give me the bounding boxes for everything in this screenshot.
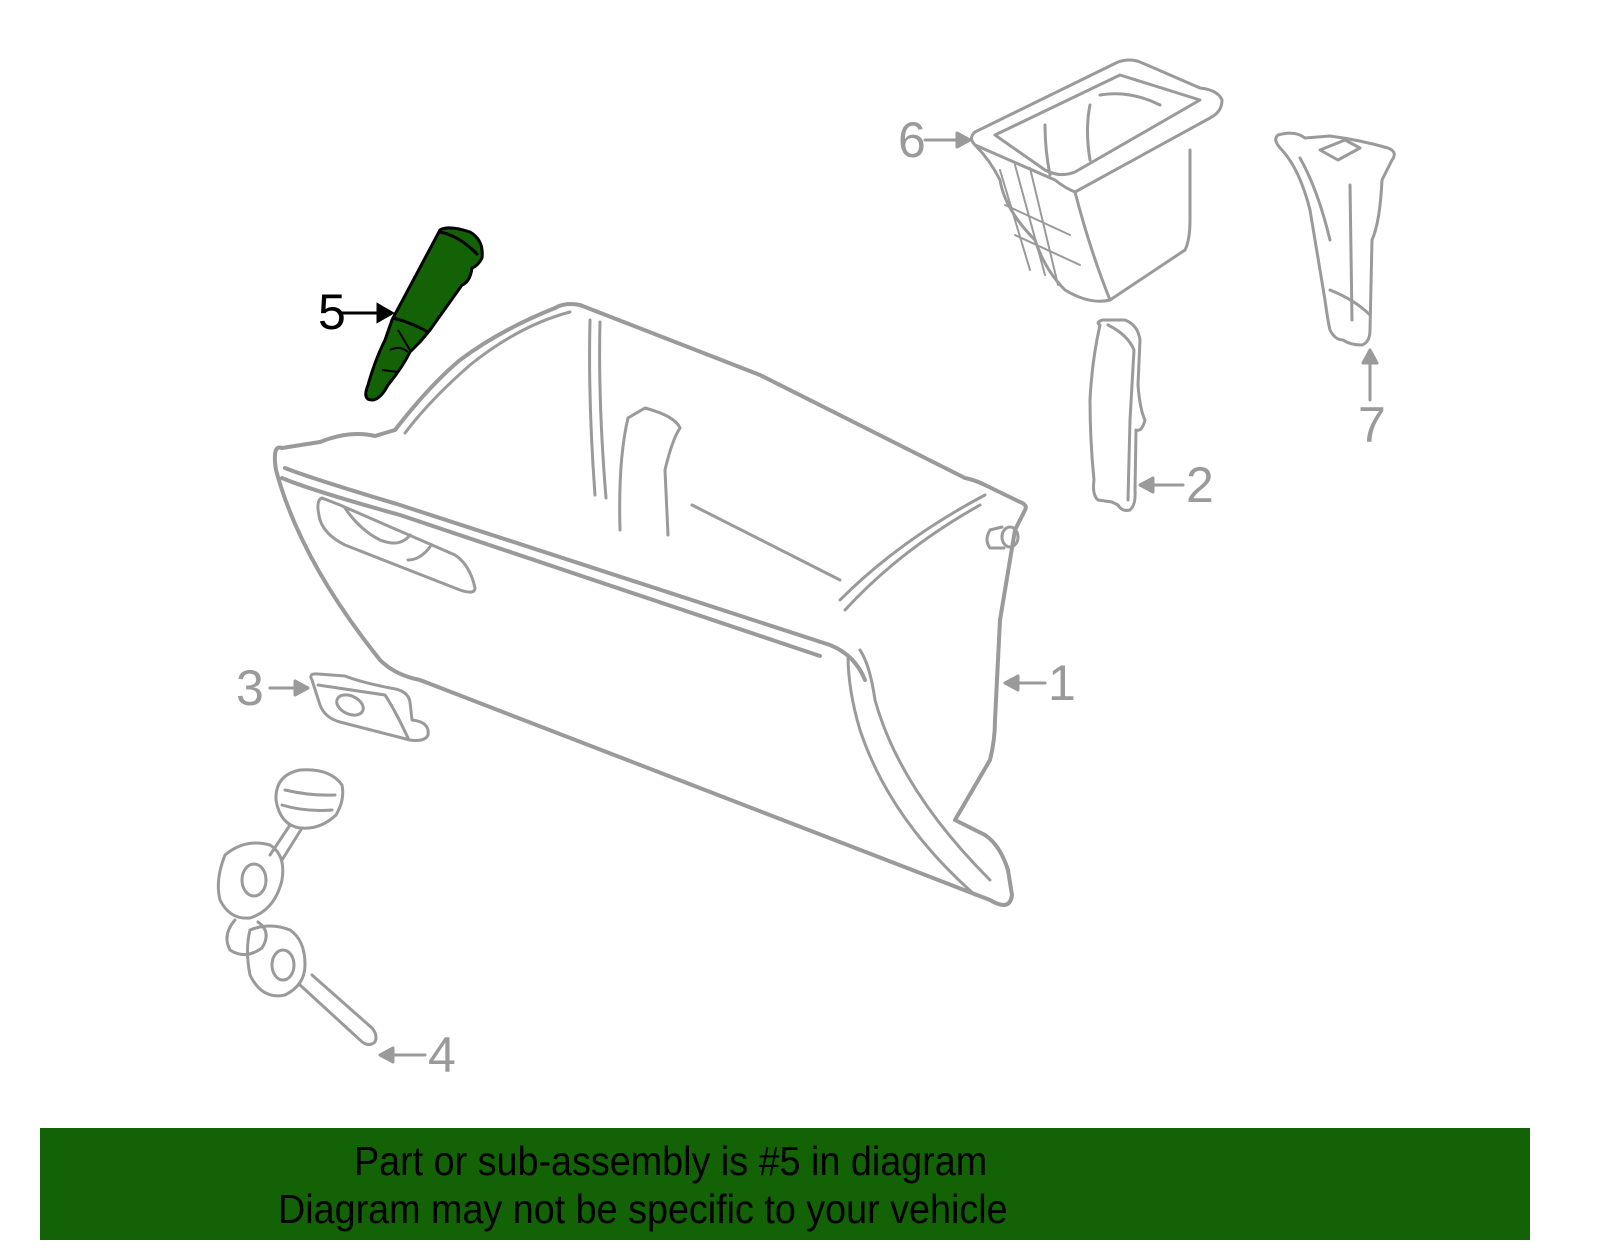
damper-strut-part-5[interactable] [364,226,484,402]
callout-6[interactable]: 6 [898,112,926,168]
banner-line-part-number: Part or sub-assembly is #5 in diagram [354,1138,988,1184]
callout-3[interactable]: 3 [236,660,264,716]
leader-arrow-5 [342,302,396,324]
mounting-bracket-part-7[interactable] [1274,131,1396,347]
latch-striker-part-3[interactable] [309,672,430,742]
info-banner: Part or sub-assembly is #5 in diagram Di… [40,1128,1530,1240]
leader-arrows [268,131,1379,1064]
callout-2[interactable]: 2 [1186,457,1214,513]
lock-cylinder-keys-part-4[interactable] [216,768,378,1047]
side-bracket-part-2[interactable] [1088,318,1147,512]
storage-pocket-part-6[interactable] [970,58,1224,303]
banner-line-disclaimer: Diagram may not be specific to your vehi… [278,1186,1008,1232]
parts-diagram [216,58,1396,1064]
callout-7[interactable]: 7 [1358,397,1386,453]
callout-4[interactable]: 4 [428,1027,456,1083]
callout-1[interactable]: 1 [1048,655,1076,711]
glove-box-part-1[interactable] [272,302,1028,907]
callout-5[interactable]: 5 [318,284,346,340]
